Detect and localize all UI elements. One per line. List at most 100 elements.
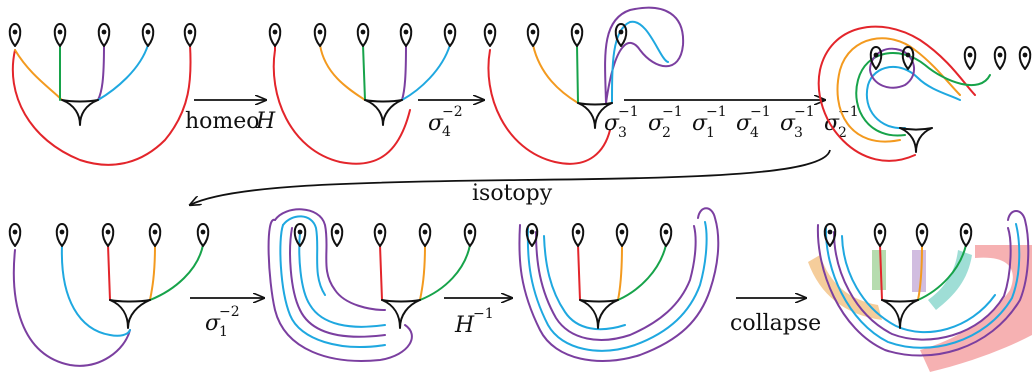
puncture-loop [915, 223, 929, 247]
purple-curve [401, 44, 407, 101]
braid-subscript: 4 [750, 125, 759, 141]
arrow-sigma1: σ 1 −2 [190, 298, 264, 340]
puncture-dot [575, 229, 581, 235]
puncture-loop [55, 223, 69, 247]
puncture-loop [483, 23, 497, 47]
blue-top [282, 215, 326, 296]
arrow-H-inverse: H −1 [444, 298, 512, 338]
panel-2 [268, 23, 457, 165]
orange-curve [149, 244, 156, 301]
puncture-loop [525, 223, 539, 247]
puncture-dot [152, 229, 158, 235]
green-curve [576, 44, 579, 104]
braid-sigma: σ [604, 111, 620, 136]
tripod [577, 102, 613, 129]
braid-sigma: σ [648, 111, 664, 136]
purple-outer [267, 218, 413, 362]
red-curve [577, 244, 581, 301]
sigma-exponent: −2 [442, 104, 463, 120]
puncture-loop [1018, 46, 1032, 70]
shade-orange [808, 255, 882, 320]
purple-inner [535, 225, 697, 341]
puncture-dot [422, 229, 428, 235]
blue-outer [526, 221, 708, 352]
puncture-dot [618, 29, 624, 35]
puncture-dot [12, 29, 18, 35]
green-curve [362, 44, 366, 101]
purple-outer [816, 210, 1030, 357]
puncture-dot [467, 229, 473, 235]
puncture-loops [8, 23, 197, 47]
puncture-loop [526, 23, 540, 47]
puncture-loops [483, 23, 628, 47]
panel-1 [8, 23, 197, 166]
tripod [881, 299, 919, 329]
puncture-loop [313, 23, 327, 47]
sigma-symbol: σ [428, 111, 444, 136]
puncture-dot [200, 229, 206, 235]
puncture-loop [8, 23, 22, 47]
puncture-dot [403, 29, 409, 35]
puncture-dot [967, 52, 973, 58]
purple-curve [12, 249, 131, 367]
tripod [899, 127, 933, 153]
braid-subscript: 2 [662, 125, 671, 141]
green-curve [855, 52, 991, 137]
puncture-loop [196, 223, 210, 247]
blue-curve [401, 44, 451, 101]
puncture-loop [659, 223, 673, 247]
puncture-loop [418, 223, 432, 247]
orange-curve [419, 244, 426, 301]
puncture-loop [373, 223, 387, 247]
braid-exponent: −1 [618, 104, 639, 120]
puncture-loops [869, 46, 1032, 70]
puncture-loop [101, 223, 115, 247]
puncture-dot [619, 229, 625, 235]
puncture-loop [963, 46, 977, 70]
braid-sigma: σ [692, 111, 708, 136]
puncture-loop [614, 23, 628, 47]
braid-subscript: 2 [838, 125, 847, 141]
puncture-dot [663, 229, 669, 235]
H-exponent: −1 [473, 306, 494, 322]
braid-exponent: −1 [706, 104, 727, 120]
puncture-dot [919, 229, 925, 235]
puncture-loop [53, 23, 67, 47]
panel-3 [483, 6, 685, 165]
puncture-loop [268, 23, 282, 47]
sigma-subscript: 4 [442, 124, 451, 140]
purple-curve [97, 44, 105, 101]
orange-curve [617, 244, 623, 301]
braid-subscript: 3 [618, 125, 627, 141]
braid-sigma: σ [780, 111, 796, 136]
red-curve [379, 244, 383, 301]
orange-curve [14, 49, 63, 101]
puncture-loop [443, 23, 457, 47]
tripod [381, 299, 421, 329]
puncture-dot [297, 229, 303, 235]
puncture-loops [293, 223, 477, 247]
blue-outer [824, 223, 1021, 349]
puncture-dot [529, 229, 535, 235]
braid-sigma: σ [736, 111, 752, 136]
braid-exponent: −1 [794, 104, 815, 120]
puncture-dot [105, 229, 111, 235]
shade-green [872, 250, 886, 290]
puncture-dot [877, 229, 883, 235]
puncture-loop [823, 223, 837, 247]
red-curve [487, 49, 611, 165]
purple-outer [518, 207, 720, 362]
shade-purple [912, 250, 926, 292]
blue-curve [60, 244, 131, 337]
braid-exponent: −1 [662, 104, 683, 120]
panel-8 [808, 210, 1032, 372]
shade-teal [928, 250, 972, 310]
sigma-symbol: σ [205, 311, 221, 336]
puncture-dot [873, 52, 879, 58]
puncture-dot [101, 29, 107, 35]
puncture-loop [959, 223, 973, 247]
puncture-loop [330, 223, 344, 247]
tripod [109, 299, 151, 329]
puncture-dot [530, 29, 536, 35]
